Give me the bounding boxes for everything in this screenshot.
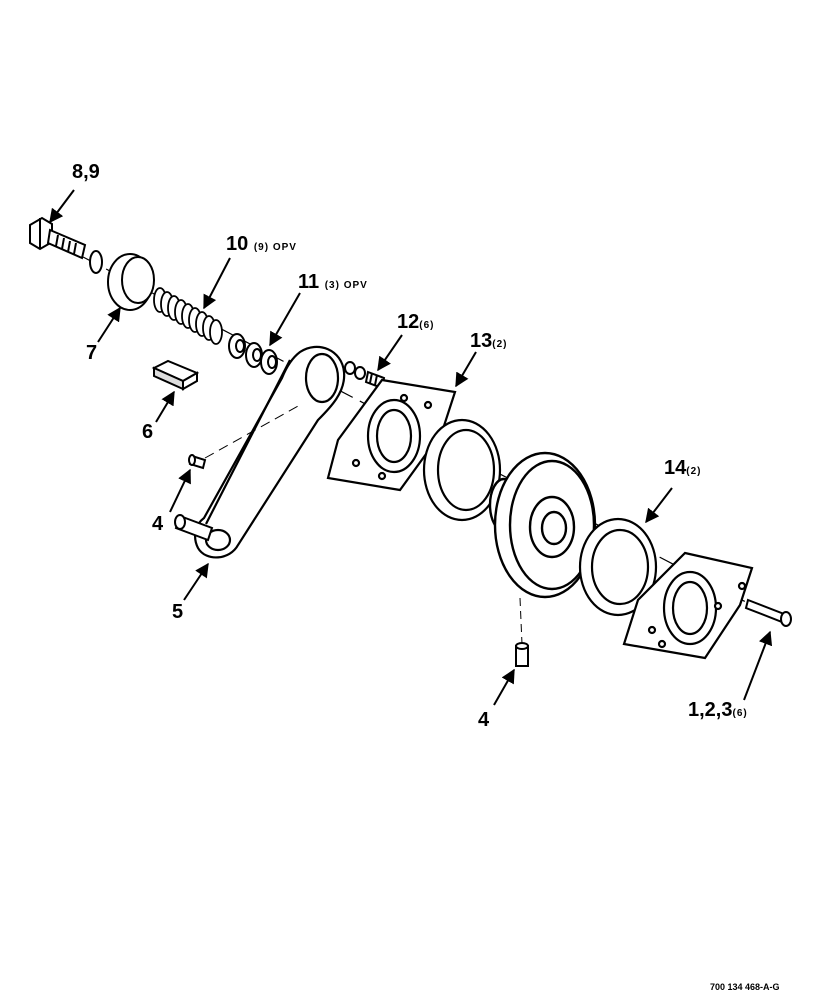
callout-4-upper: 4 [152, 514, 163, 534]
callout-11-qty: (3) OPV [324, 280, 368, 291]
callout-4-upper-number: 4 [152, 513, 164, 535]
callout-13-number: 13 [470, 330, 493, 352]
callout-11-number: 11 [298, 271, 320, 293]
callout-5-number: 5 [172, 601, 184, 623]
callout-1-2-3-number: 1,2,3 [688, 699, 733, 721]
callout-7: 7 [86, 343, 97, 363]
callout-5: 5 [172, 602, 183, 622]
callout-8-9-number: 8,9 [72, 161, 100, 183]
callout-4-lower: 4 [478, 710, 489, 730]
callout-6-number: 6 [142, 421, 154, 443]
callout-14-qty: (2) [686, 466, 702, 477]
callout-14: 14(2) [664, 458, 701, 478]
callout-13: 13(2) [470, 331, 507, 351]
callout-12-qty: (6) [419, 320, 435, 331]
friction-disc-part [422, 418, 502, 522]
pulley-disc-part [488, 451, 597, 599]
callout-14-number: 14 [664, 457, 687, 479]
grease-fitting-part [188, 454, 207, 470]
key-part [151, 359, 200, 391]
callout-11: 11 (3) OPV [298, 272, 368, 292]
bolt-part [29, 216, 87, 260]
callout-1-2-3-qty: (6) [732, 708, 748, 719]
idler-arm-part [194, 345, 346, 559]
carriage-bolt-part [744, 598, 792, 627]
leader-arrows [49, 189, 773, 706]
bearing-flange-right-part [622, 551, 754, 660]
drawing-reference-number: 700 134 468-A-G [710, 982, 780, 992]
spring-cup-washer-part [107, 253, 155, 311]
callout-10: 10 (9) OPV [226, 234, 297, 254]
grease-fitting-lower-part [515, 642, 529, 667]
callout-6: 6 [142, 422, 153, 442]
bearing-flange-part [326, 378, 457, 492]
friction-disc-14-part [578, 517, 658, 617]
callout-1-2-3: 1,2,3(6) [688, 700, 748, 720]
lock-washer-part [89, 250, 103, 274]
callout-10-number: 10 [226, 233, 249, 255]
belleville-spring-stack-part [153, 287, 223, 345]
callout-10-qty: (9) OPV [253, 242, 297, 253]
callout-12-number: 12 [397, 311, 420, 333]
callout-12: 12(6) [397, 312, 434, 332]
callout-8-9: 8,9 [72, 162, 100, 182]
callout-4-lower-number: 4 [478, 709, 490, 731]
callout-7-number: 7 [86, 342, 98, 364]
shim-washers-part [228, 333, 278, 375]
pivot-pin-part [174, 514, 214, 542]
callout-13-qty: (2) [492, 339, 508, 350]
